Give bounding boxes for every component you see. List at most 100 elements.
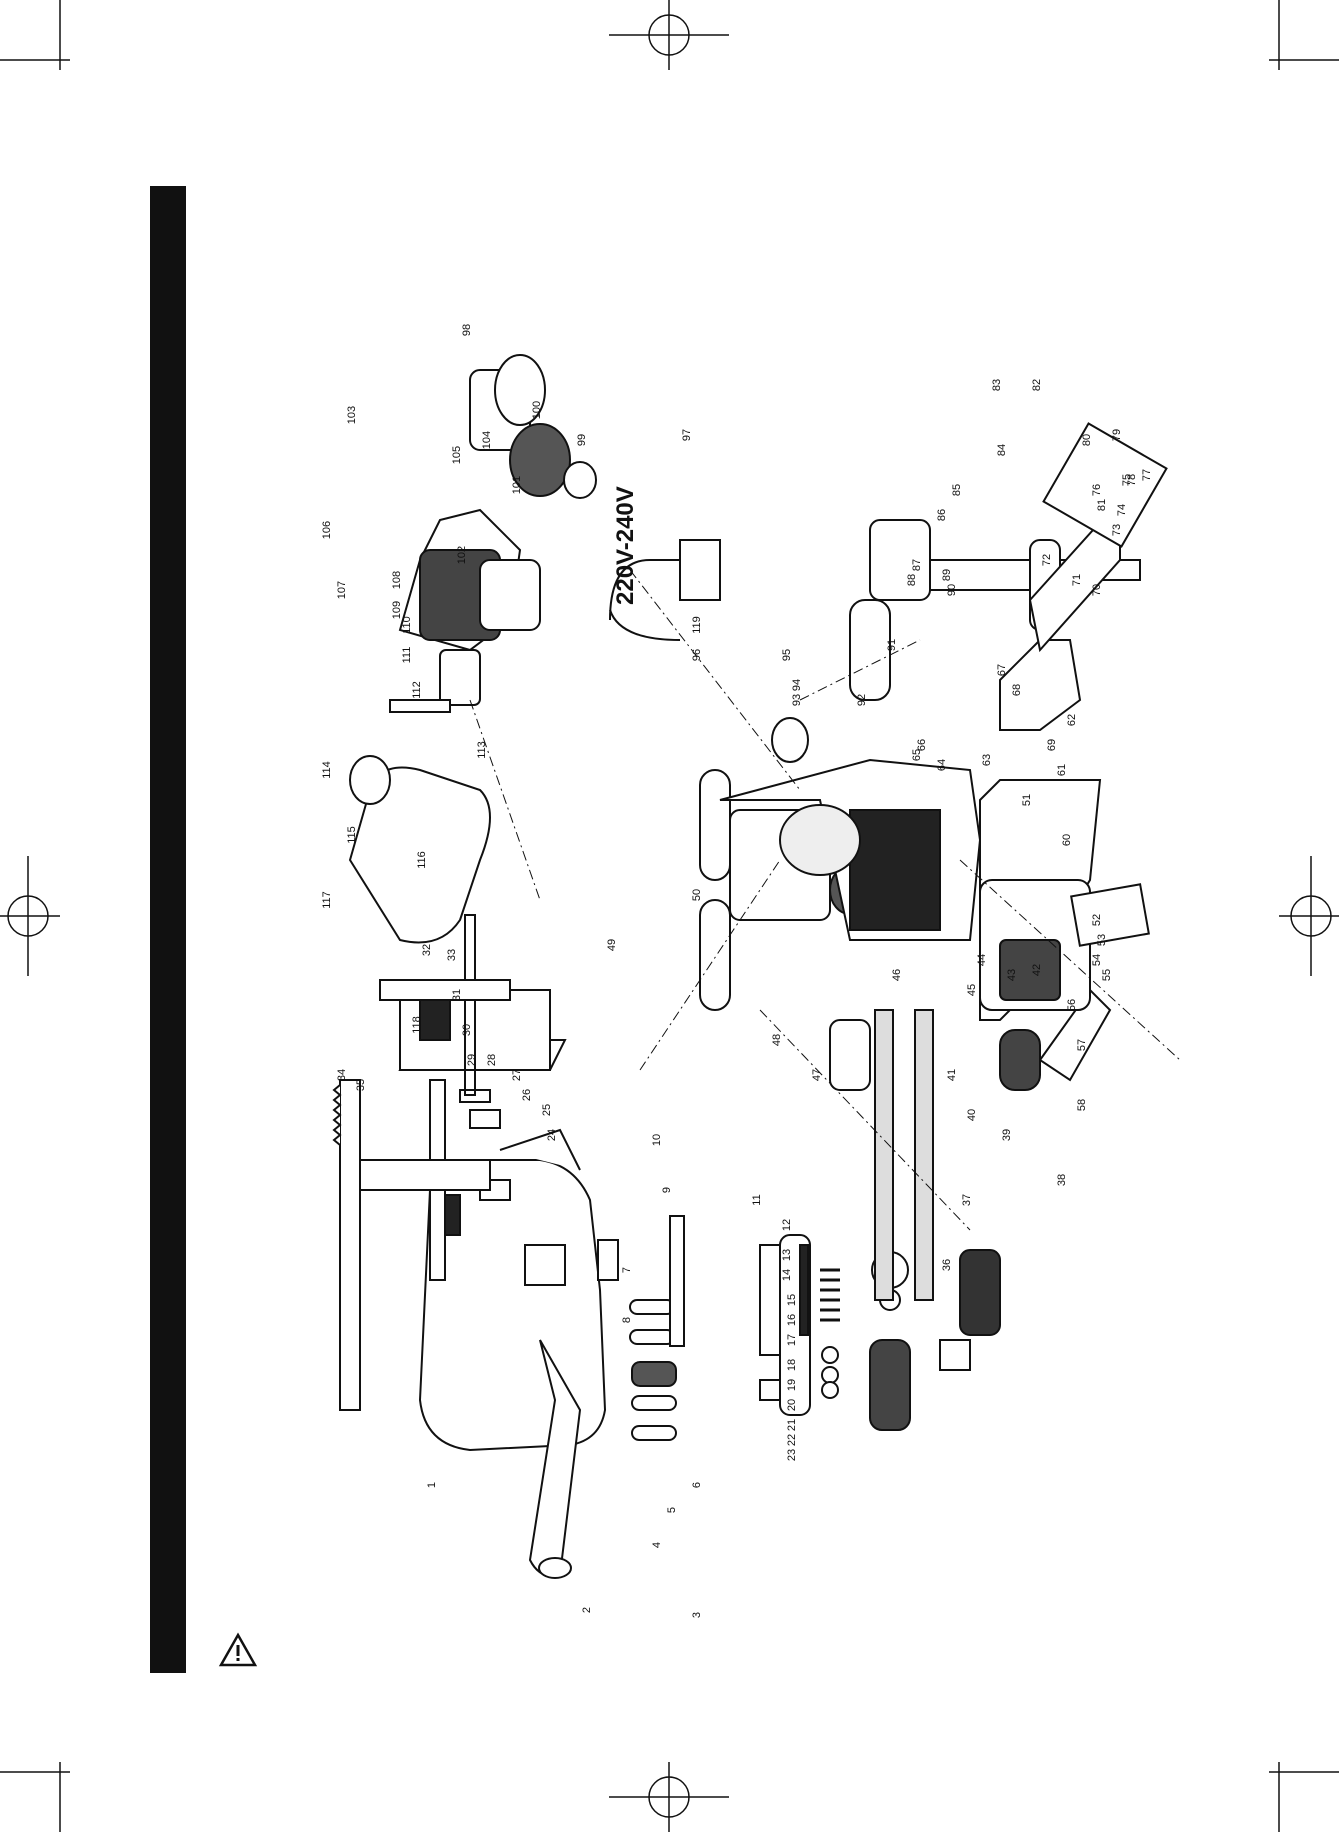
- gearbox-assembly: [389, 354, 597, 713]
- part-number-label: 42: [1031, 964, 1043, 976]
- part-number-label: 91: [886, 639, 898, 651]
- part-number-label: 54: [1091, 954, 1103, 966]
- part-number-label: 69: [1046, 739, 1058, 751]
- cover-115: [348, 755, 491, 944]
- part-number-label: 112: [411, 681, 423, 699]
- part-number-label: 110: [401, 616, 413, 634]
- part-number-label: 118: [411, 1016, 423, 1034]
- part-number-label: 90: [946, 584, 958, 596]
- part-number-label: 92: [856, 694, 868, 706]
- part-number-label: 30: [461, 1024, 473, 1036]
- part-number-label: 117: [321, 891, 333, 909]
- part-number-label: 84: [996, 444, 1008, 456]
- part-number-label: 39: [1001, 1129, 1013, 1141]
- part-number-label: 20: [786, 1399, 798, 1411]
- part-number-label: 96: [691, 649, 703, 661]
- control-box-69: [999, 422, 1168, 731]
- part-number-label: 98: [461, 324, 473, 336]
- part-number-label: 50: [691, 889, 703, 901]
- part-number-label: 53: [1096, 934, 1108, 946]
- part-number-label: 31: [451, 989, 463, 1001]
- part-number-label: 104: [481, 431, 493, 449]
- part-number-label: 89: [941, 569, 953, 581]
- part-number-label: 102: [456, 546, 468, 564]
- part-number-label: 3: [691, 1612, 703, 1618]
- part-number-label: 95: [781, 649, 793, 661]
- part-number-label: 70: [1091, 584, 1103, 596]
- part-number-label: 74: [1116, 504, 1128, 516]
- rack-35: [332, 979, 511, 1411]
- part-number-label: 5: [666, 1507, 678, 1513]
- part-number-label: 113: [476, 741, 488, 759]
- part-number-label: 12: [781, 1219, 793, 1231]
- magnet-base-56: [979, 779, 1150, 1021]
- part-number-label: 119: [691, 616, 703, 634]
- part-number-label: 7: [621, 1267, 633, 1273]
- spindle-parts: [629, 1215, 1001, 1441]
- part-number-label: 32: [421, 944, 433, 956]
- part-number-label: 24: [546, 1129, 558, 1141]
- part-number-label: 15: [786, 1294, 798, 1306]
- part-number-label: 25: [541, 1104, 553, 1116]
- part-number-label: 43: [1006, 969, 1018, 981]
- part-number-label: 82: [1031, 379, 1043, 391]
- part-number-label: 36: [941, 1259, 953, 1271]
- motor-assembly: [418, 1128, 619, 1579]
- part-number-label: 23: [786, 1449, 798, 1461]
- part-number-label: 55: [1101, 969, 1113, 981]
- part-number-label: 1: [426, 1482, 438, 1488]
- part-number-label: 114: [321, 761, 333, 779]
- part-number-label: 68: [1011, 684, 1023, 696]
- part-number-label: 71: [1071, 574, 1083, 586]
- part-number-label: 11: [751, 1194, 763, 1205]
- part-number-label: 22: [786, 1434, 798, 1446]
- part-labels: 1234567891011121314151617181920212223242…: [321, 324, 1153, 1618]
- part-number-label: 106: [321, 521, 333, 539]
- part-number-label: 103: [346, 406, 358, 424]
- part-number-label: 76: [1091, 484, 1103, 496]
- leader-lines: [469, 569, 1181, 1231]
- part-number-label: 49: [606, 939, 618, 951]
- part-number-label: 63: [981, 754, 993, 766]
- part-number-label: 105: [451, 446, 463, 464]
- part-number-label: 17: [786, 1334, 798, 1346]
- part-number-label: 62: [1066, 714, 1078, 726]
- part-number-label: 67: [996, 664, 1008, 676]
- part-number-label: 77: [1141, 469, 1153, 481]
- part-number-label: 37: [961, 1194, 973, 1206]
- part-number-label: 86: [936, 509, 948, 521]
- part-number-label: 97: [681, 429, 693, 441]
- part-number-label: 47: [811, 1069, 823, 1081]
- column-plate: [398, 914, 567, 1281]
- part-number-label: 6: [691, 1482, 703, 1488]
- part-number-label: 78: [1126, 474, 1138, 486]
- part-number-label: 10: [651, 1134, 663, 1146]
- part-number-label: 80: [1081, 434, 1093, 446]
- part-number-label: 38: [1056, 1174, 1068, 1186]
- part-number-label: 19: [786, 1379, 798, 1391]
- power-cable-97: [609, 539, 721, 641]
- part-number-label: 85: [951, 484, 963, 496]
- part-number-label: 33: [446, 949, 458, 961]
- part-number-label: 81: [1096, 499, 1108, 511]
- part-number-label: 35: [355, 1079, 367, 1091]
- guide-rails: [874, 1009, 934, 1301]
- part-number-label: 48: [771, 1034, 783, 1046]
- part-number-label: 41: [946, 1069, 958, 1081]
- part-number-label: 9: [661, 1187, 673, 1193]
- part-number-label: 52: [1091, 914, 1103, 926]
- part-number-label: 66: [916, 739, 928, 751]
- part-number-label: 87: [911, 559, 923, 571]
- part-number-label: 16: [786, 1314, 798, 1326]
- part-number-label: 94: [791, 679, 803, 691]
- part-number-label: 116: [416, 851, 428, 869]
- part-number-label: 21: [786, 1419, 798, 1431]
- part-number-label: 57: [1076, 1039, 1088, 1051]
- part-number-label: 8: [621, 1317, 633, 1323]
- part-number-label: 4: [651, 1542, 663, 1548]
- gear-shafts: [699, 717, 1112, 1091]
- part-number-label: 58: [1076, 1099, 1088, 1111]
- part-number-label: 18: [786, 1359, 798, 1371]
- part-number-label: 79: [1111, 429, 1123, 441]
